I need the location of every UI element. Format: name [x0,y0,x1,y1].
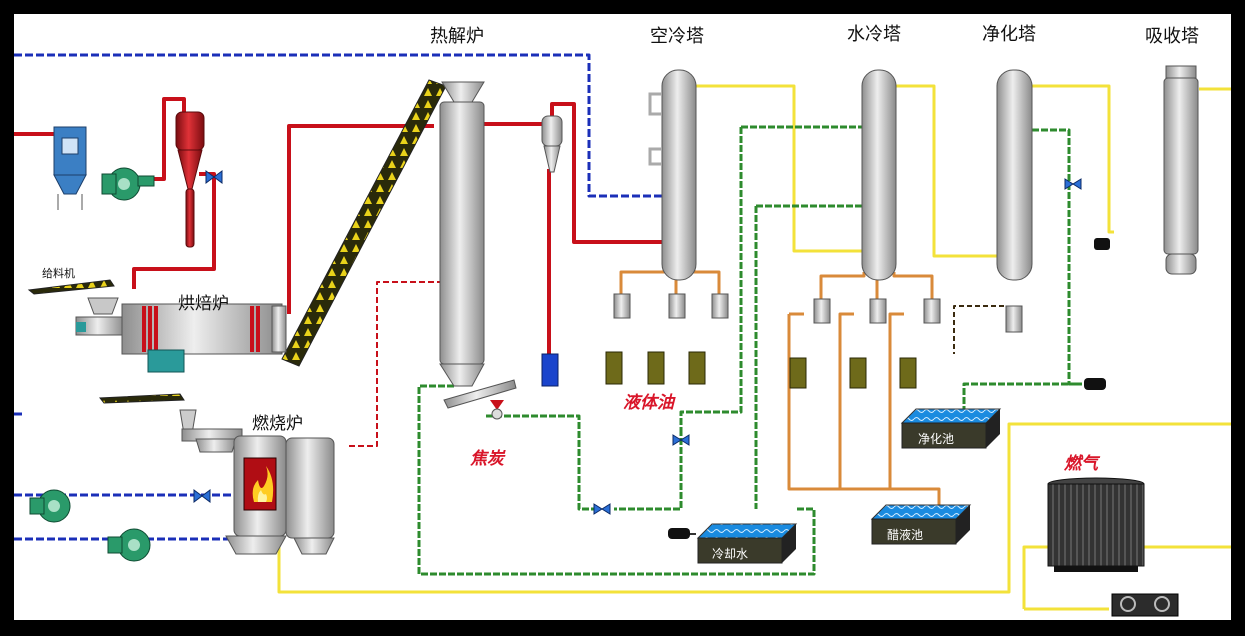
oil-pipe-drain [789,312,904,489]
cyclone-separator-left [175,111,205,248]
diagram-canvas: 热解炉 空冷塔 水冷塔 净化塔 吸收塔 给料机 烘焙炉 燃烧炉 液体油 焦炭 燃… [14,14,1231,620]
hot-pipe-dryer-pyro [287,124,434,314]
oil-pipe-a1 [619,264,666,294]
water-pipe-cool [614,429,683,511]
pyrolysis-furnace [439,81,517,420]
gas-pipe-air-water [696,84,862,253]
incline-conveyor [281,79,447,367]
char-collector [541,353,559,387]
feeder-conveyor [27,279,115,295]
label-pyrolysis-furnace: 热解炉 [430,26,484,47]
label-liquid-oil: 液体油 [623,393,674,413]
gas-holder [1047,477,1145,572]
purification-tower [996,69,1033,281]
oil-separators [613,293,1023,333]
label-purification-tower: 净化塔 [982,24,1036,45]
cyclone-separator-right [541,115,563,387]
vinegar-pool-shape [870,504,972,545]
water-pipe-loop [417,384,816,576]
oil-pipe-a3 [692,264,721,294]
valve-icon [601,503,611,515]
label-vinegar-pool: 醋液池 [887,528,924,542]
oil-pipe-vinegar [787,314,941,509]
blower-top [101,167,155,201]
valve-icon [593,503,603,515]
air-cooling-tower [648,69,697,281]
hot-gas-dashed [349,281,440,447]
water-pipe-down [679,127,743,429]
flow-diagram-svg [14,53,1231,617]
water-pipe-purif-pool [962,382,1077,414]
pipe-purif-drain [953,305,1004,354]
label-purification-pool: 净化池 [918,432,955,446]
label-air-cooling-tower: 空冷塔 [650,26,704,47]
combustion-furnace [179,409,335,555]
label-water-cooling-tower: 水冷塔 [847,24,901,45]
cooling-water-pool-shape [696,523,798,564]
valve-icon [680,434,690,446]
label-gas: 燃气 [1064,454,1098,474]
fuel-gas-pipes [277,84,1231,611]
purification-pool-shape [900,408,1002,449]
valve-icon [672,434,682,446]
gas-pipe-return [277,422,1231,594]
valve-icon [213,170,223,184]
gas-pipe-holder-in [1022,545,1049,609]
valve-icon [205,170,215,184]
air-pipe-top [14,53,664,198]
label-cooling-water: 冷却水 [712,547,749,561]
valves [193,170,1082,515]
drying-furnace [75,297,287,373]
oil-pipe-w3 [892,272,934,299]
conveyors [27,79,447,404]
valve-icon [193,489,203,503]
gas-pipe-purif-absorb [1032,84,1114,234]
label-char: 焦炭 [470,449,504,469]
valve-icon [201,489,211,503]
combustion-feeder-conveyor [98,393,185,404]
pyrolysis-column [439,101,485,365]
dust-collector [53,126,87,210]
combustion-tower-2 [285,437,335,539]
char-screw [443,379,517,409]
pumps [668,238,1110,539]
label-absorption-tower: 吸收塔 [1145,26,1199,47]
oil-pipes [619,264,941,509]
water-pipe-char [486,414,599,511]
pump-icon [1094,238,1110,250]
hot-pipe-dryer-return [132,172,216,289]
water-cooling-tower [861,69,897,281]
oil-tanks [605,351,917,389]
hot-pipe-cyclone-aircool [550,102,664,244]
hot-pipe-blower [154,97,186,181]
label-drying-furnace: 烘焙炉 [178,294,229,314]
hot-pipe-combustion-pyro [349,281,440,447]
water-pipes [417,125,1089,576]
absorption-tower [1098,65,1199,275]
pipes [14,53,1231,611]
blowers-bottom [29,489,151,562]
valve-icon [1072,178,1082,190]
label-feeder: 给料机 [42,267,75,280]
pump-icon [1084,378,1106,390]
gas-pipe-water-purif [894,84,997,258]
hot-gas-pipes [14,97,664,354]
label-combustion-furnace: 燃烧炉 [252,414,303,434]
gas-stove [1111,593,1179,617]
pump-icon [668,528,690,539]
oil-pipe-w1 [819,272,866,299]
valve-icon [1064,178,1074,190]
water-pipe-purif [1032,128,1089,386]
